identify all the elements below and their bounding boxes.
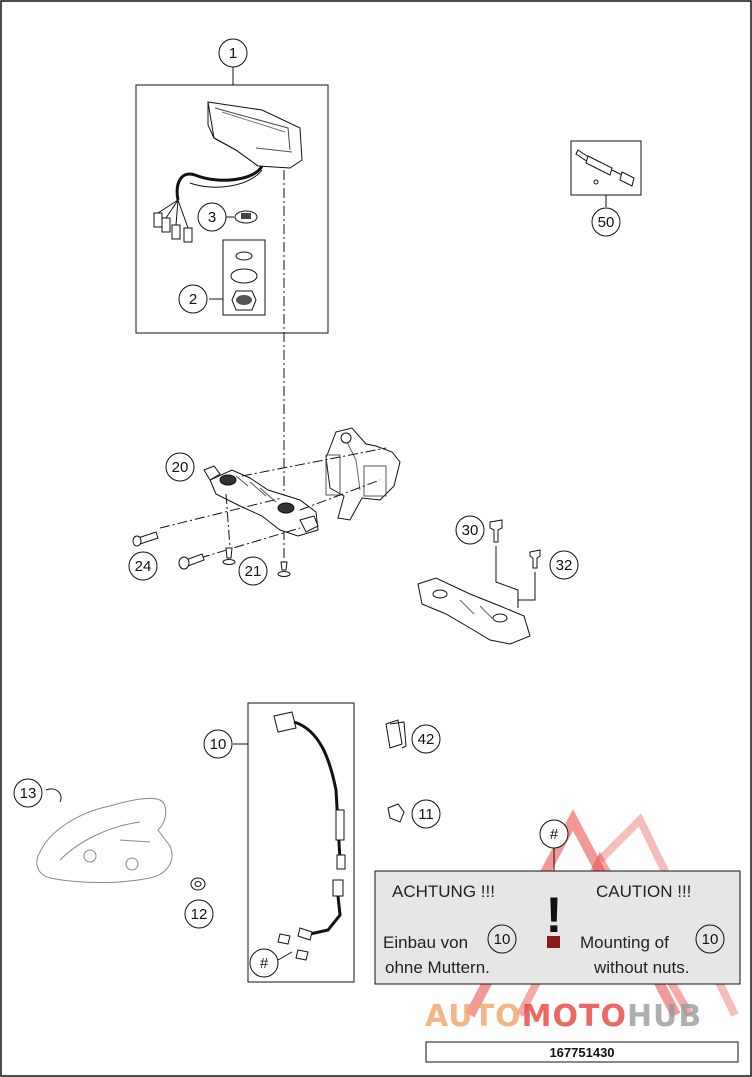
warning-ref-circle-en [695, 924, 725, 954]
watermark-part-hub: HUB [627, 999, 702, 1034]
callout-11-label: 11 [418, 806, 434, 823]
watermark-part-moto: MOTO [522, 999, 627, 1034]
callout-hash-warning: # [539, 819, 569, 849]
callout-30: 30 [455, 515, 485, 545]
alternate-bracket [417, 519, 541, 645]
callout-12: 12 [184, 899, 214, 929]
callout-42: 42 [411, 724, 441, 754]
speed-sensor-cable [233, 702, 355, 983]
svg-text:AUTOMOTOHUB: AUTOMOTOHUB [425, 999, 702, 1034]
warning-marker-square [547, 936, 560, 948]
warning-line1-de: Einbau von [383, 933, 468, 952]
warning-line1-en: Mounting of [580, 933, 669, 952]
callout-21: 21 [238, 556, 268, 586]
callout-50-label: 50 [598, 214, 615, 231]
small-parts [36, 719, 407, 891]
callout-13-label: 13 [20, 785, 37, 802]
callout-1: 1 [218, 38, 248, 68]
callout-2: 2 [178, 284, 208, 314]
warning-line2-de: ohne Muttern. [385, 958, 490, 977]
callout-24-label: 24 [135, 558, 152, 575]
callout-hash-warning-label: # [550, 826, 559, 843]
callout-30-label: 30 [462, 522, 479, 539]
callout-32: 32 [549, 550, 579, 580]
warning-title-en: CAUTION !!! [596, 882, 691, 901]
callout-1-label: 1 [229, 45, 237, 62]
warning-ref-en: 10 [702, 931, 719, 948]
callout-hash-cable: # [249, 948, 279, 978]
callout-10-label: 10 [210, 736, 227, 753]
callout-20: 20 [165, 452, 195, 482]
callout-3: 3 [197, 202, 227, 232]
warning-box: ACHTUNG !!! CAUTION !!! Einbau von ohne … [374, 848, 741, 985]
warning-line2-en: without nuts. [593, 958, 689, 977]
callout-32-label: 32 [556, 557, 573, 574]
callout-50: 50 [591, 207, 621, 237]
callout-12-label: 12 [191, 906, 208, 923]
callout-42-label: 42 [418, 731, 435, 748]
drawing-number-box: 167751430 [425, 1041, 739, 1063]
callout-11: 11 [411, 799, 441, 829]
callout-20-label: 20 [172, 459, 189, 476]
warning-title-de: ACHTUNG !!! [392, 882, 495, 901]
watermark-text: AUTOMOTOHUB [425, 999, 702, 1034]
warning-exclamation-icon: ! [546, 887, 563, 943]
warning-ref-circle-de [487, 924, 517, 954]
callout-10: 10 [203, 729, 233, 759]
callout-24: 24 [128, 551, 158, 581]
drawing-number: 167751430 [549, 1045, 614, 1060]
callout-13: 13 [13, 778, 43, 808]
warning-ref-de: 10 [494, 931, 511, 948]
dashboard-assembly [135, 67, 329, 334]
dashboard-bracket [132, 427, 401, 577]
watermark-part-auto: AUTO [425, 999, 522, 1034]
ignition-lock-assembly [570, 140, 642, 207]
callout-2-label: 2 [189, 291, 197, 308]
callout-3-label: 3 [208, 209, 216, 226]
callout-21-label: 21 [245, 563, 262, 580]
callout-hash-cable-label: # [260, 955, 269, 972]
